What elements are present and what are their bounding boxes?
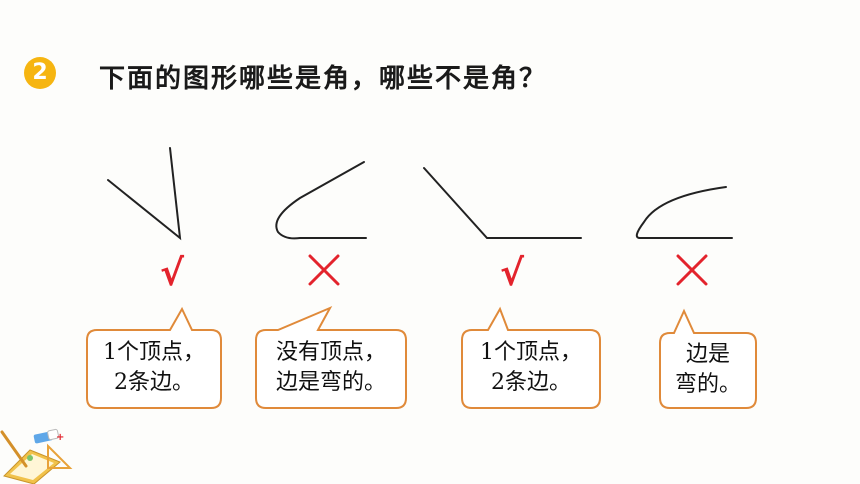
bubble-3-text: 1个顶点， 2条边。 — [463, 338, 599, 398]
check-mark-3: √ — [500, 253, 525, 294]
bubble-4-text: 边是 弯的。 — [661, 340, 755, 400]
bubble-1-text: 1个顶点， 2条边。 — [88, 338, 220, 398]
bubble-3-line-2: 2条边。 — [491, 370, 571, 395]
bubble-1-line-2: 2条边。 — [114, 370, 194, 395]
bubble-3-line-1: 1个顶点， — [480, 340, 582, 365]
figure-1-angle — [107, 147, 182, 241]
bubble-2-line-2: 边是弯的。 — [275, 370, 386, 395]
speech-bubble-3 — [461, 306, 601, 409]
bubble-4-line-1: 边是 — [685, 342, 730, 367]
figure-3-angle — [423, 167, 582, 239]
speech-bubble-1 — [86, 306, 222, 409]
cross-mark-2 — [308, 254, 340, 286]
svg-text:+: + — [56, 432, 64, 443]
speech-bubble-2 — [255, 305, 407, 409]
cross-mark-4 — [676, 254, 708, 286]
figure-2-curved — [275, 161, 367, 240]
speech-bubble-4 — [659, 308, 757, 409]
question-number-badge: 2 — [24, 57, 56, 89]
question-title: 下面的图形哪些是角，哪些不是角？ — [99, 64, 548, 94]
bubble-4-line-2: 弯的。 — [674, 372, 741, 397]
stationery-decoration-icon: + — [0, 428, 73, 484]
check-mark-1: √ — [160, 253, 185, 294]
bubble-1-line-1: 1个顶点， — [103, 340, 205, 365]
bubble-2-line-1: 没有顶点， — [275, 340, 386, 365]
bubble-2-text: 没有顶点， 边是弯的。 — [257, 338, 405, 398]
figure-4-curved — [635, 186, 733, 239]
